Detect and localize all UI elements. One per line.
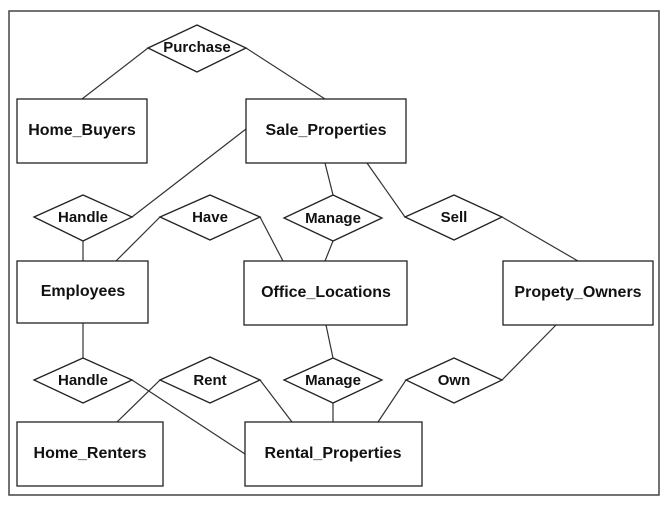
entity-employees: Employees — [16, 260, 149, 324]
link-own-rental-properties — [377, 379, 407, 423]
link-handle2-rental-properties — [131, 379, 246, 455]
connectors — [81, 47, 579, 455]
relationship-label: Have — [192, 209, 228, 226]
link-sell-sale-properties — [366, 162, 406, 218]
relationship-rent: Rent — [158, 356, 262, 404]
link-sell-property-owners — [501, 216, 579, 262]
relationship-purchase: Purchase — [146, 24, 248, 73]
relationship-own: Own — [404, 357, 504, 404]
link-handle-sale-properties — [131, 128, 247, 218]
entity-label: Propety_Owners — [514, 284, 641, 301]
entity-label: Home_Renters — [34, 445, 147, 462]
relationship-handle-rental: Handle — [32, 357, 134, 404]
entity-rental-properties: Rental_Properties — [244, 421, 423, 487]
link-manage2-office-locations — [325, 324, 334, 359]
relationship-label: Manage — [305, 372, 361, 389]
diagram-frame — [8, 10, 660, 496]
entity-office-locations: Office_Locations — [243, 260, 408, 326]
link-have-employees — [115, 216, 161, 262]
link-purchase-sale-properties — [245, 47, 326, 100]
relationship-label: Own — [438, 372, 471, 389]
relationship-label: Purchase — [163, 39, 231, 56]
relationship-manage-rental: Manage — [282, 357, 384, 404]
link-purchase-home-buyers — [81, 47, 149, 100]
link-own-property-owners — [501, 324, 557, 381]
relationship-handle-sale: Handle — [32, 194, 134, 242]
link-rent-rental-properties — [259, 379, 293, 423]
relationship-have: Have — [158, 194, 262, 241]
entity-sale-properties: Sale_Properties — [245, 98, 407, 164]
entity-label: Rental_Properties — [265, 445, 402, 462]
link-rent-home-renters — [116, 379, 161, 423]
relationship-label: Sell — [441, 209, 468, 226]
entity-label: Home_Buyers — [28, 122, 136, 139]
link-manage-sale-properties — [324, 162, 334, 196]
entity-label: Office_Locations — [261, 284, 391, 301]
relationship-label: Handle — [58, 372, 108, 389]
relationship-manage-sale: Manage — [282, 194, 384, 242]
entity-label: Employees — [41, 283, 126, 300]
entity-label: Sale_Properties — [266, 122, 387, 139]
relationship-label: Rent — [193, 372, 226, 389]
entity-home-renters: Home_Renters — [16, 421, 164, 487]
link-manage-office-locations — [324, 240, 334, 262]
relationship-label: Handle — [58, 209, 108, 226]
link-have-office-locations — [259, 216, 284, 262]
relationship-label: Manage — [305, 210, 361, 227]
entity-home-buyers: Home_Buyers — [16, 98, 148, 164]
relationship-sell: Sell — [403, 194, 504, 241]
entity-property-owners: Propety_Owners — [502, 260, 654, 326]
